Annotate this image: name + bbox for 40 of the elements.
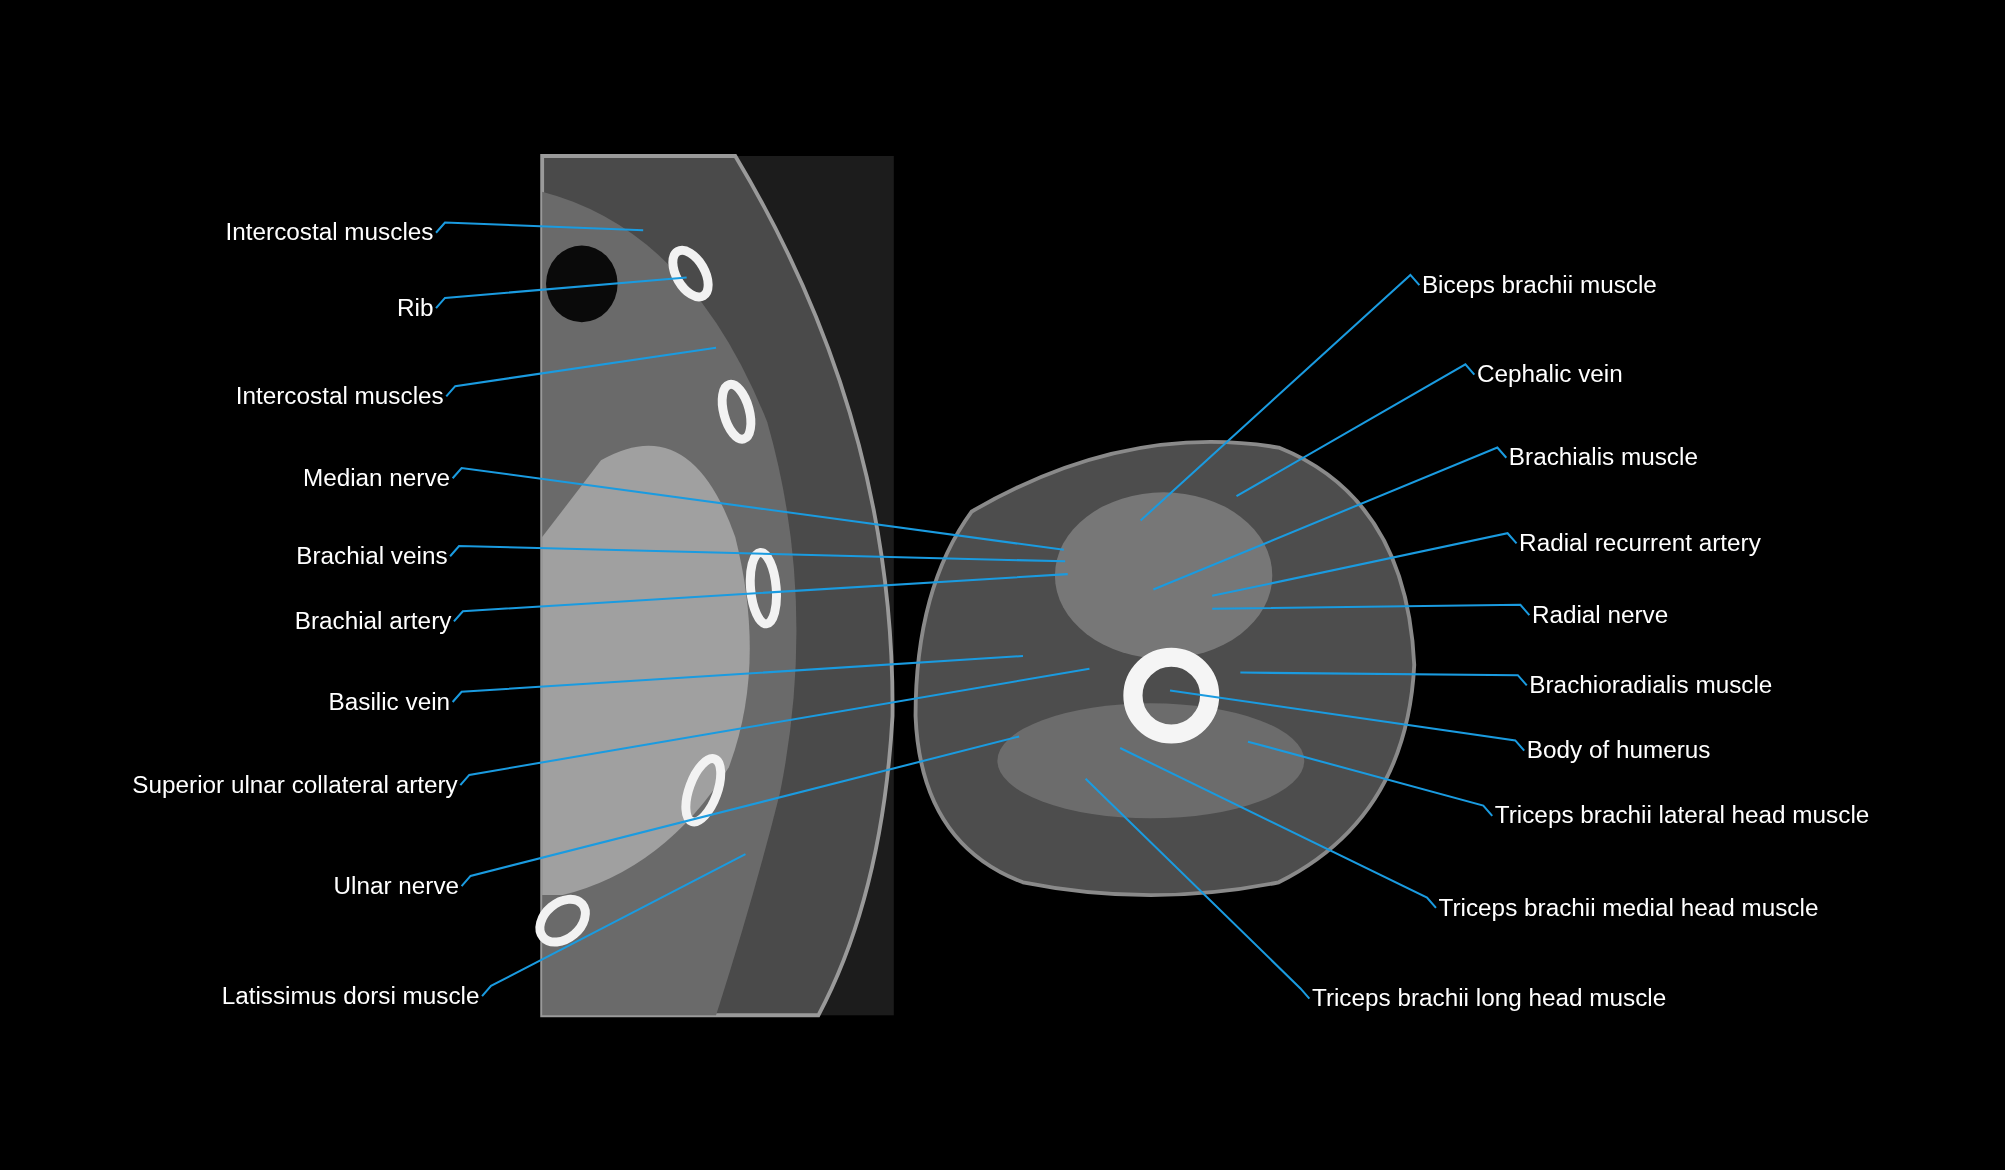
leader-line	[481, 853, 746, 997]
leader-line	[451, 654, 1024, 703]
anatomy-label: Triceps brachii long head muscle	[1311, 984, 1667, 1013]
anatomy-label: Latissimus dorsi muscle	[221, 982, 480, 1011]
leader-line	[435, 276, 687, 309]
anatomy-label: Ulnar nerve	[333, 872, 460, 901]
anatomy-label: Radial recurrent artery	[1519, 529, 1761, 558]
leader-line	[1240, 671, 1528, 687]
leader-line	[459, 667, 1090, 786]
anatomy-label: Median nerve	[302, 464, 451, 493]
anatomy-label: Triceps brachii medial head muscle	[1438, 893, 1819, 922]
leader-line	[1084, 778, 1311, 1000]
anatomy-label: Basilic vein	[328, 687, 451, 717]
anatomy-label: Biceps brachii muscle	[1421, 271, 1657, 300]
anatomy-label: Cephalic vein	[1476, 360, 1623, 389]
leader-line	[1212, 532, 1518, 597]
anatomy-label: Intercostal muscles	[225, 218, 434, 247]
leader-line	[1247, 740, 1493, 817]
anatomy-label: Triceps brachii lateral head muscle	[1494, 801, 1870, 830]
leader-line	[449, 544, 1066, 563]
leader-line	[445, 346, 717, 398]
anatomy-label: Rib	[397, 294, 434, 323]
anatomy-label: Superior ulnar collateral artery	[132, 771, 458, 800]
leader-line	[451, 466, 1064, 551]
leader-line	[1139, 273, 1421, 522]
leader-line	[1119, 747, 1437, 909]
leader-line	[453, 573, 1068, 623]
anatomy-label: Brachioradialis muscle	[1529, 671, 1773, 700]
leader-line	[435, 221, 644, 234]
anatomy-label: Intercostal muscles	[235, 382, 444, 411]
anatomy-label: Radial nerve	[1531, 601, 1669, 630]
leader-line	[460, 735, 1020, 887]
leader-line	[1236, 363, 1476, 498]
anatomy-label: Brachialis muscle	[1508, 443, 1698, 472]
anatomy-label: Body of humerus	[1526, 736, 1711, 765]
anatomy-label: Brachial veins	[296, 542, 448, 571]
leader-line	[1169, 689, 1525, 752]
leader-line	[1153, 446, 1508, 591]
anatomy-label: Brachial artery	[294, 607, 452, 636]
leader-line	[1212, 603, 1531, 616]
